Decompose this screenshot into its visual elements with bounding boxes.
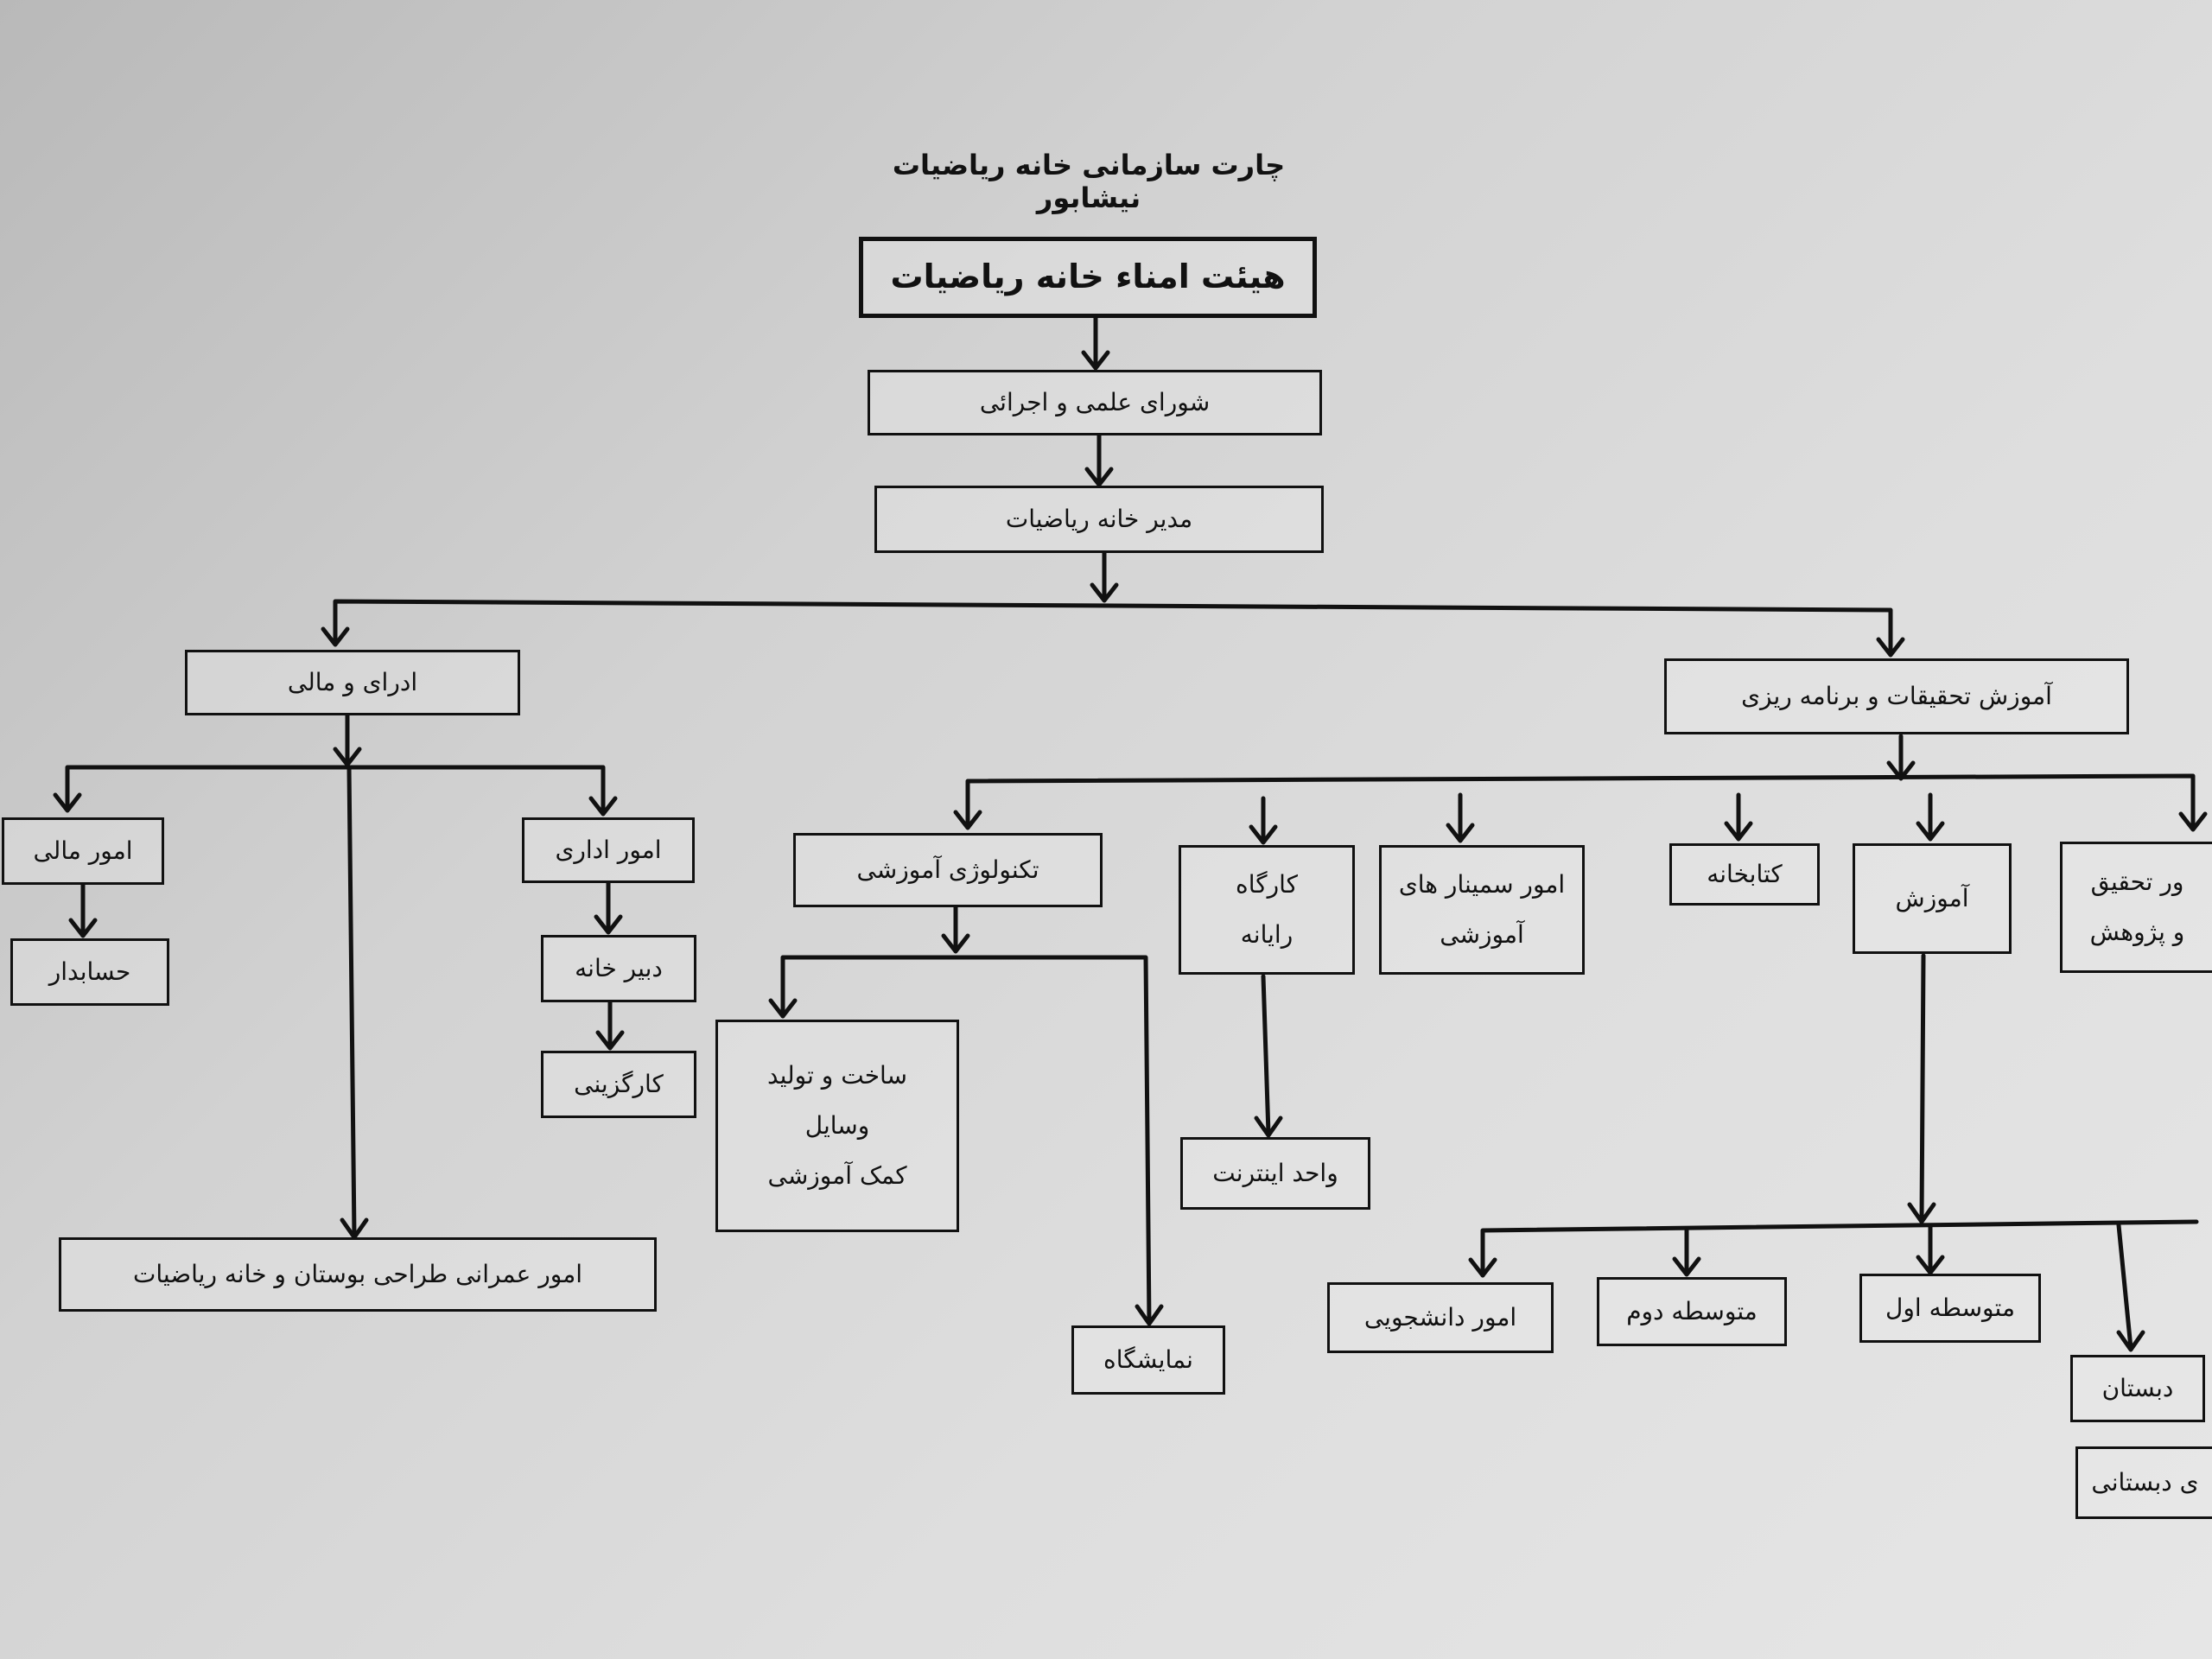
node-label-line-2: آموزشی [1440, 920, 1524, 949]
node-research-studies: ور تحقیق و پژوهش [2060, 842, 2212, 973]
node-board-of-trustees: هیئت امناء خانه ریاضیات [859, 237, 1317, 318]
node-research-planning: آموزش تحقیقات و برنامه ریزی [1664, 658, 2129, 734]
node-production-aids: ساخت و تولید وسایل کمک آموزشی [715, 1020, 959, 1232]
node-label-line-1: ساخت و تولید [766, 1061, 908, 1090]
node-admin-finance: ادرای و مالی [185, 650, 520, 715]
node-label: امور مالی [33, 836, 133, 866]
node-computer-workshop: کارگاه رایانه [1179, 845, 1355, 975]
node-label: تکنولوژی آموزشی [856, 855, 1039, 885]
node-accountant: حسابدار [10, 938, 169, 1006]
node-label: نمایشگاه [1103, 1345, 1193, 1375]
node-student-affairs: امور دانشجویی [1327, 1282, 1554, 1353]
connector-admin-bus [65, 765, 606, 815]
node-label: کتابخانه [1707, 860, 1783, 889]
node-label: امور اداری [555, 836, 662, 865]
node-internet-unit: واحد اینترنت [1180, 1137, 1370, 1210]
node-label: آموزش تحقیقات و برنامه ریزی [1741, 682, 2052, 711]
connector-education-bus [1480, 1219, 2199, 1278]
connector-main-bus [333, 599, 1893, 656]
node-label: هیئت امناء خانه ریاضیات [890, 257, 1286, 296]
node-label: امور دانشجویی [1363, 1303, 1517, 1332]
node-label: متوسطه دوم [1626, 1297, 1758, 1326]
node-label-line-1: امور سمینار های [1398, 870, 1566, 899]
connector-construction [346, 765, 357, 1238]
node-label-line-2: و پژوهش [2089, 918, 2185, 946]
node-label-line-2: رایانه [1240, 920, 1294, 949]
node-label-line-1: ور تحقیق [2090, 868, 2184, 897]
connector-education-down [1919, 953, 1926, 1223]
node-manager: مدیر خانه ریاضیات [874, 486, 1324, 553]
node-label: واحد اینترنت [1212, 1159, 1338, 1188]
node-label: شورای علمی و اجرائی [979, 388, 1211, 417]
connector-workshop-internet [1261, 974, 1271, 1136]
node-preschool: ی دبستانی [2075, 1446, 2212, 1519]
node-label: ی دبستانی [2091, 1468, 2199, 1497]
node-administrative-affairs: امور اداری [522, 817, 695, 883]
node-scientific-council: شورای علمی و اجرائی [868, 370, 1322, 435]
node-label: دبیر خانه [575, 954, 663, 983]
node-first-secondary: متوسطه اول [1859, 1274, 2041, 1343]
node-label: امور عمرانی طراحی بوستان و خانه ریاضیات [133, 1260, 582, 1289]
node-library: کتابخانه [1669, 843, 1820, 906]
connector-edtech-bus [780, 955, 1152, 1325]
node-label: ادرای و مالی [287, 668, 418, 697]
node-label: آموزش [1895, 884, 1969, 913]
node-personnel: کارگزینی [541, 1051, 696, 1118]
node-construction: امور عمرانی طراحی بوستان و خانه ریاضیات [59, 1237, 657, 1312]
node-label-line-2: وسایل [804, 1111, 870, 1141]
node-educational-technology: تکنولوژی آموزشی [793, 833, 1103, 907]
node-education: آموزش [1853, 843, 2012, 954]
node-exhibition: نمایشگاه [1071, 1325, 1225, 1395]
node-label-line-3: کمک آموزشی [767, 1160, 907, 1190]
node-label: متوسطه اول [1885, 1294, 2015, 1323]
node-label: دبستان [2101, 1374, 2174, 1403]
node-elementary: دبستان [2070, 1355, 2205, 1422]
node-financial-affairs: امور مالی [2, 817, 164, 885]
node-label: حسابدار [48, 957, 131, 987]
node-label-line-1: کارگاه [1236, 870, 1298, 899]
node-label: کارگزینی [574, 1070, 664, 1099]
chart-title: چارت سازمانی خانه ریاضیات نیشابور [892, 149, 1286, 214]
node-seminars: امور سمینار های آموزشی [1379, 845, 1585, 975]
node-house-secretary: دبیر خانه [541, 935, 696, 1002]
node-label: مدیر خانه ریاضیات [1005, 505, 1193, 534]
connector-research-bus [965, 773, 2196, 830]
node-second-secondary: متوسطه دوم [1597, 1277, 1787, 1346]
